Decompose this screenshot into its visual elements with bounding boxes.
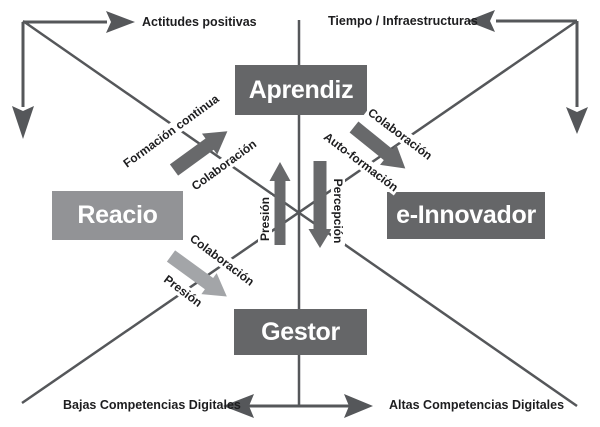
topleft-down-arrowhead-icon <box>12 106 34 139</box>
arrow-aprendiz-to-einnovador-icon <box>349 121 406 169</box>
node-e-innovador-label: e-Innovador <box>396 201 536 229</box>
node-reacio-label: Reacio <box>77 201 158 229</box>
node-gestor: Gestor <box>234 309 367 355</box>
diagonal-axis-topright-bottomleft <box>21 19 578 405</box>
topleft-right-arrowhead-icon <box>106 11 135 33</box>
axis-label-altas-competencias: Altas Competencias Digitales <box>389 398 565 412</box>
bottom-right-arrowhead-icon <box>344 394 373 418</box>
arrow-reacio-to-aprendiz-icon <box>169 131 228 176</box>
axis-label-tiempo-infraestructuras: Tiempo / Infraestructuras <box>328 14 478 28</box>
arrow-presion-up-icon <box>269 162 291 245</box>
topright-down-arrowhead-icon <box>566 107 588 134</box>
node-aprendiz: Aprendiz <box>235 65 367 115</box>
label-percepcion: Percepción <box>331 176 345 246</box>
node-aprendiz-label: Aprendiz <box>248 75 354 104</box>
node-e-innovador: e-Innovador <box>387 192 545 239</box>
axis-label-actitudes-positivas: Actitudes positivas <box>142 15 257 29</box>
axis-label-bajas-competencias: Bajas Competencias Digitales <box>63 398 241 412</box>
node-gestor-label: Gestor <box>261 317 340 346</box>
arrow-percepcion-down-icon <box>308 161 332 248</box>
bottom-left-arrowhead-icon <box>223 394 254 418</box>
label-presion-center: Presión <box>258 194 272 244</box>
diagonal-axis-topleft-bottomright <box>22 19 578 408</box>
node-reacio: Reacio <box>52 191 183 240</box>
topright-left-arrowhead-icon <box>467 10 495 32</box>
arrow-reacio-to-gestor-icon <box>166 250 227 297</box>
